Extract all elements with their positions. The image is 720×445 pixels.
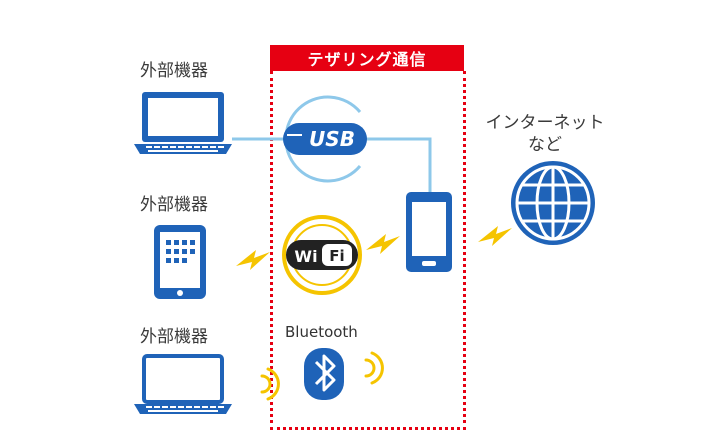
bluetooth-label: Bluetooth [285,323,358,341]
internet-label-line2: など [528,135,562,155]
device-label-2: 外部機器 [140,195,208,215]
device-label-3: 外部機器 [140,327,208,347]
usb-text: USB [309,127,355,151]
tablet-icon [154,225,206,299]
laptop-icon [134,92,232,154]
lightning-tablet-icon [236,250,270,270]
bluetooth-icon [304,348,344,400]
wifi-text-left: Wi [294,247,317,266]
tethering-box [270,71,466,430]
laptop-outline-icon [134,354,232,414]
lightning-internet-icon [478,226,512,246]
smartphone-icon [406,192,452,272]
bluetooth-wave-icons [260,351,384,401]
tethering-title: テザリング通信 [270,45,464,71]
wifi-icon: Wi Fi [282,215,362,295]
usb-icon: USB [283,95,367,183]
lightning-phone-wifi-icon [366,234,400,254]
internet-label-line1: インターネット [485,113,605,133]
globe-icon [511,161,595,245]
internet-label: インターネット など [480,112,610,156]
wifi-text-right: Fi [329,247,344,265]
lightning-icons [236,226,512,270]
device-label-1: 外部機器 [140,61,208,81]
